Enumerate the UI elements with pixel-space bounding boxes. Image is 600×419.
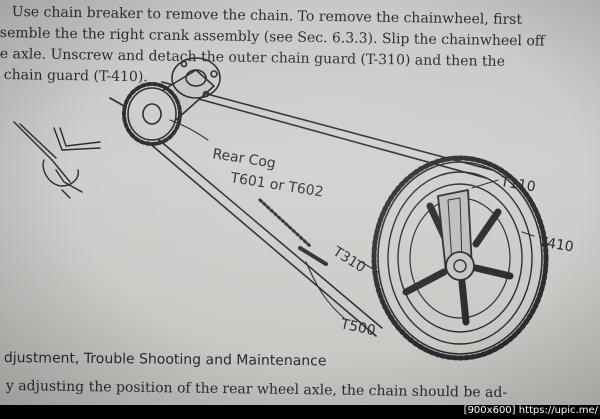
manual-page xyxy=(0,0,600,405)
section-heading: djustment, Trouble Shooting and Maintena… xyxy=(3,350,327,370)
frame-fragment-drawing xyxy=(13,121,101,199)
t110-label: T110 xyxy=(498,174,536,195)
bottom-band xyxy=(0,405,600,419)
leader-lines xyxy=(169,119,535,319)
t410-label: T410 xyxy=(536,234,574,255)
t500-label: T500 xyxy=(338,316,377,339)
chainwheel-drawing xyxy=(371,155,549,361)
rear-hub-drawing xyxy=(109,57,221,146)
rear-cog-part-numbers: T601 or T602 xyxy=(228,170,324,201)
chain-drive-diagram: Rear Cog T601 or T602 T110 T410 T310 T50… xyxy=(13,57,575,361)
rear-cog-label: Rear Cog xyxy=(211,146,276,172)
t310-label: T310 xyxy=(329,243,368,276)
chain-drawing xyxy=(147,81,493,337)
watermark: [900x600] https://upic.me/ xyxy=(463,405,598,416)
